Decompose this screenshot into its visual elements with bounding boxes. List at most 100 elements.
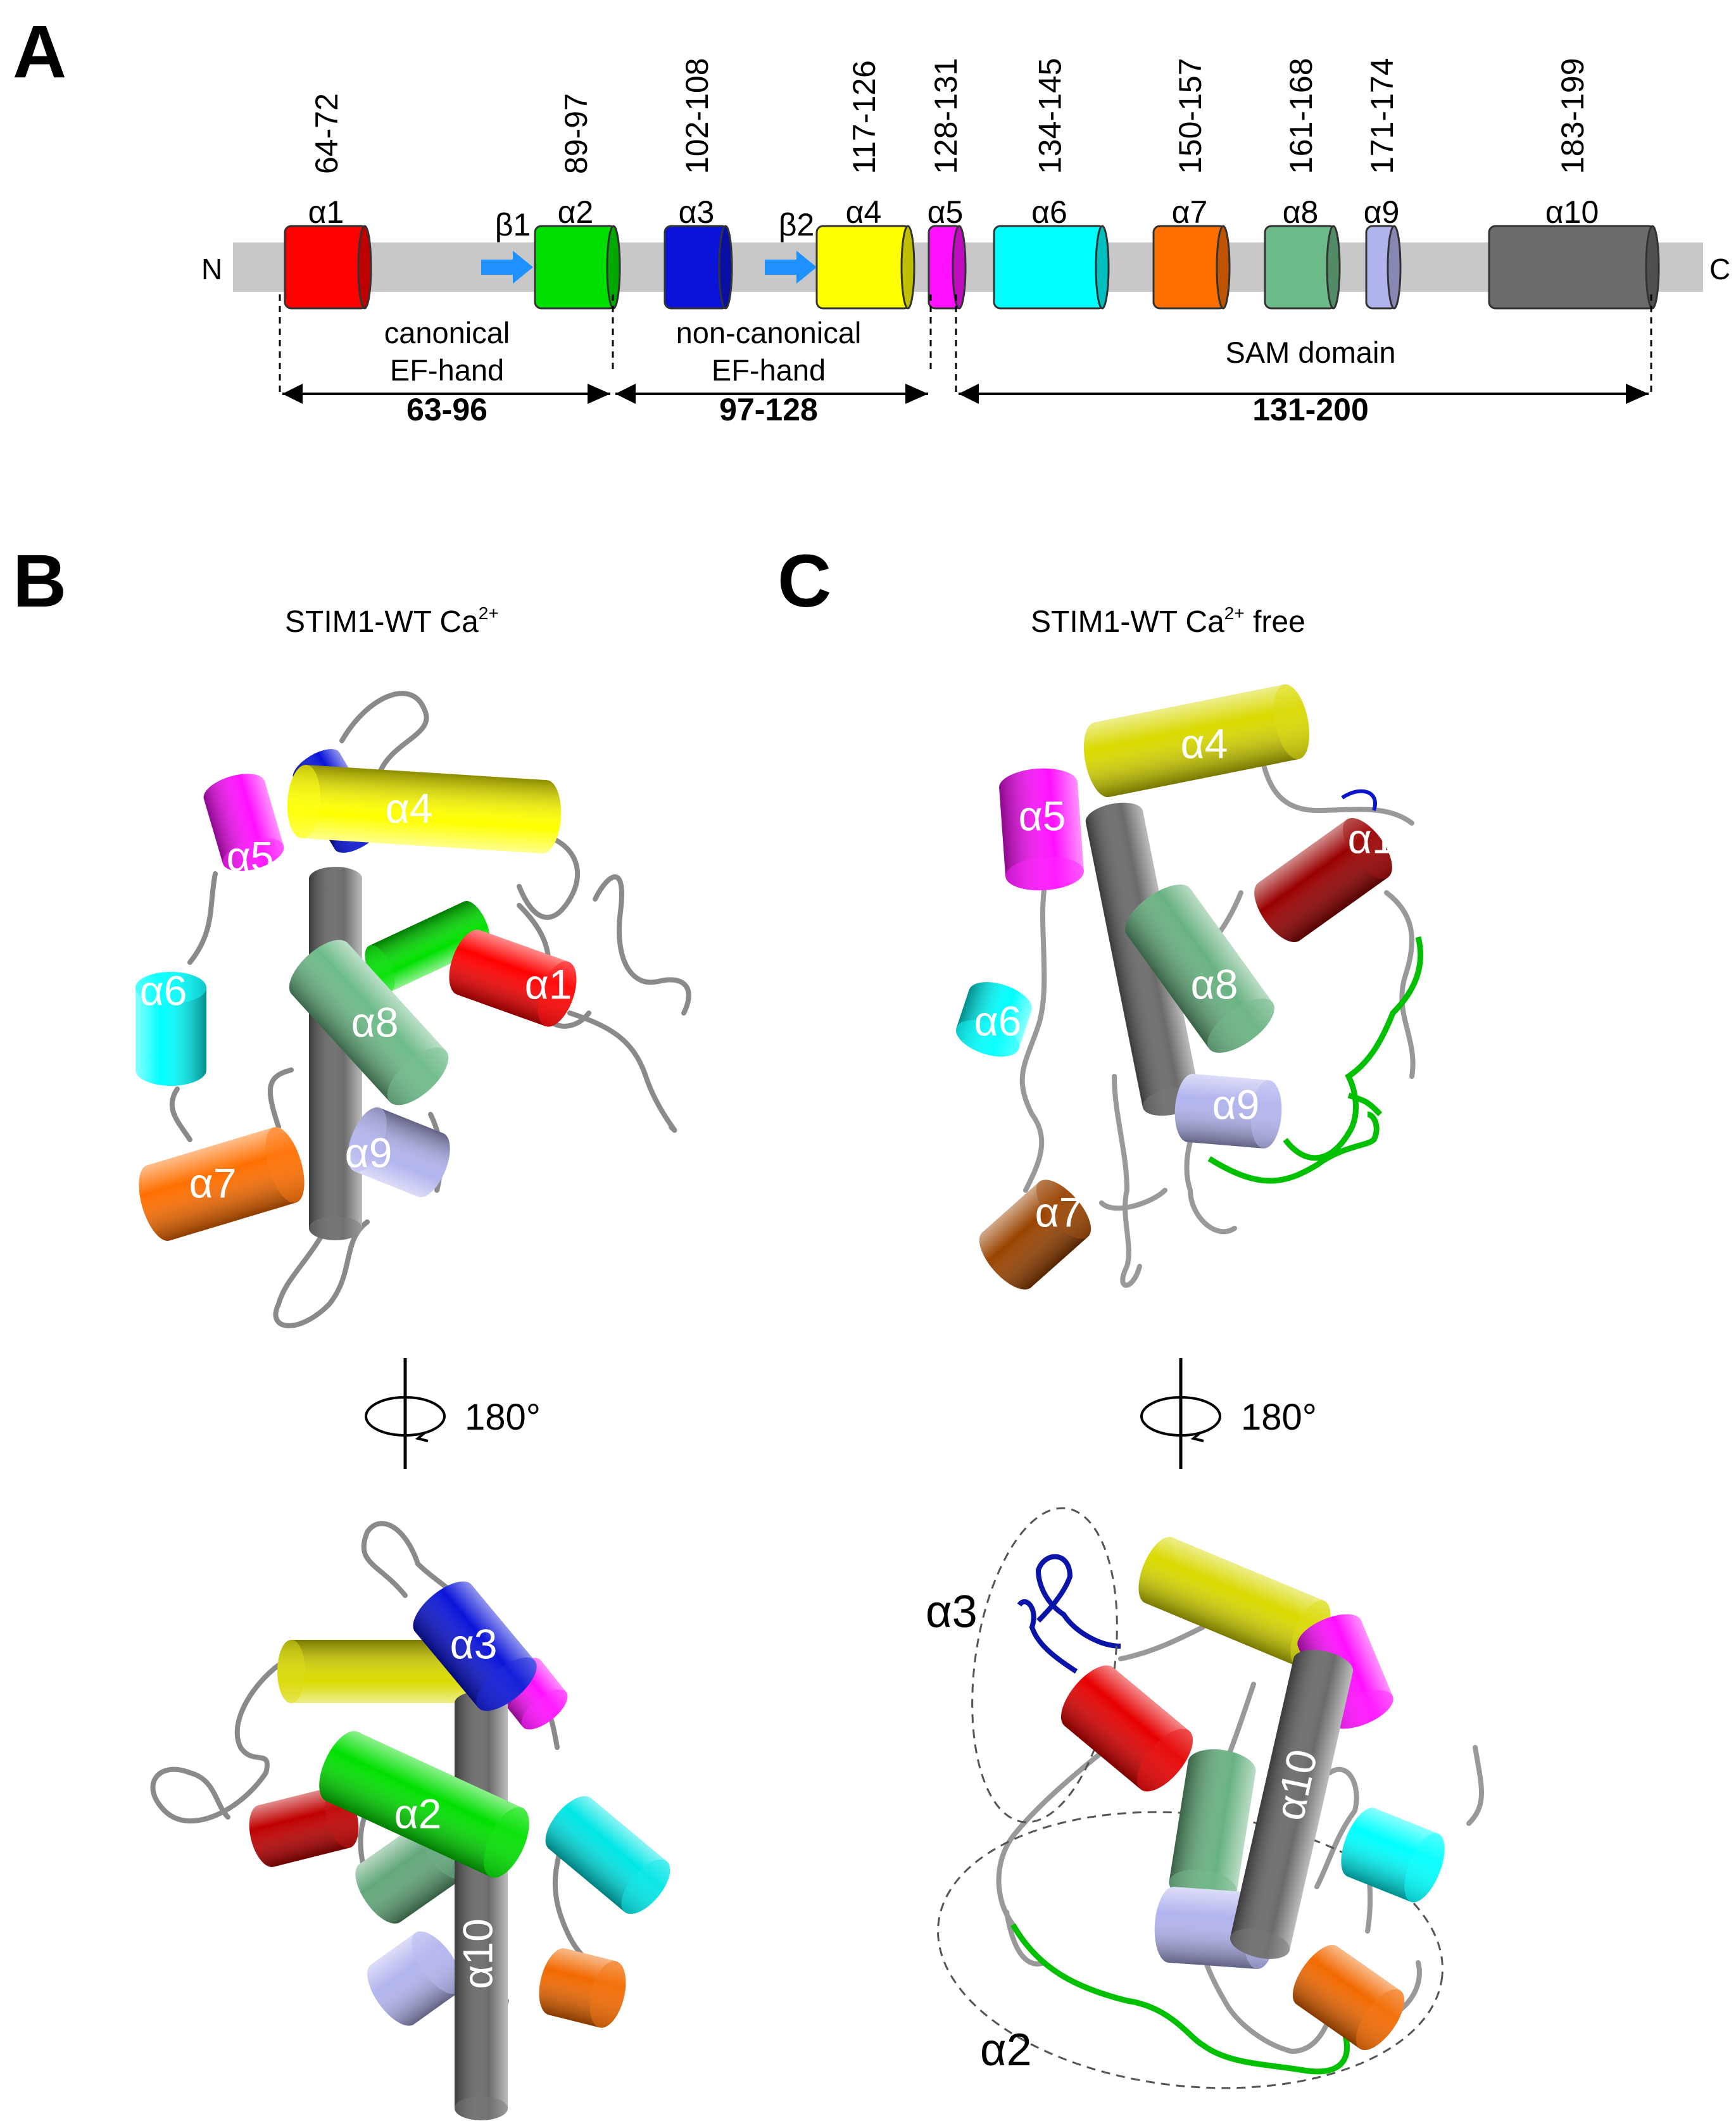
domain-2-line1: non-canonical (676, 316, 862, 349)
b-alpha1-cylinder (449, 929, 577, 1027)
alpha2-callout-label: α2 (980, 2025, 1032, 2075)
b-top-label-3: α6 (140, 967, 187, 1014)
panel-letter-a: A (13, 10, 66, 94)
alpha3-highlight-ellipse (971, 1507, 1118, 1823)
helix-5-name: α5 (928, 194, 964, 230)
c-alpha9-cylinder (1174, 1074, 1282, 1149)
domain-3-line1: SAM domain (1225, 336, 1395, 369)
helix-1-name: α1 (308, 194, 344, 230)
helix-10-block: α10 183-199 (1488, 58, 1660, 310)
helix-8-range: 161-168 (1283, 58, 1319, 175)
c-alpha6-cylinder (956, 982, 1032, 1057)
alpha2-highlight-ellipse (937, 1811, 1444, 2089)
domain-3-span: 131-200 (1252, 392, 1369, 427)
c-alpha7-cylinder (979, 1180, 1091, 1290)
domain-boundaries (279, 294, 1652, 393)
helix-2-range: 89-97 (558, 93, 594, 174)
helix-10-name: α10 (1545, 194, 1599, 230)
c-top-label-3: α1 (1348, 815, 1395, 862)
domain-1-line2: EF-hand (390, 353, 504, 387)
panel-c-structure: STIM1-WT Ca2+ free α4 α5 α1 α8 α6 α9 α7 180° (926, 603, 1484, 2089)
helix-4-name: α4 (846, 194, 882, 230)
b-alpha8-cylinder (289, 940, 449, 1105)
domain-1-line1: canonical (384, 316, 510, 349)
helix-8-block: α8 161-168 (1264, 58, 1341, 310)
helix-9-block: α9 171-174 (1364, 58, 1402, 310)
helix-9-name: α9 (1364, 194, 1400, 230)
b-alpha6-cylinder (135, 972, 206, 1086)
helix-2-name: α2 (558, 194, 594, 230)
panel-c-alpha3-loop (1035, 1554, 1121, 1649)
helix-4-block: α4 117-126 (815, 60, 915, 310)
b-bot-label-3: α10 (454, 1918, 501, 1989)
panel-b-title: STIM1-WT Ca2+ (285, 603, 499, 639)
b-bot-alpha7-cylinder (539, 1948, 626, 2028)
panel-letter-b: B (13, 539, 66, 623)
c-bot-alpha6-cylinder (1341, 1808, 1445, 1903)
domain-2-span: 97-128 (719, 392, 818, 427)
c-alpha1-cylinder (1254, 817, 1392, 943)
strand-1-name: β1 (495, 207, 531, 242)
c-top-label-2: α5 (1019, 792, 1066, 839)
panel-c-alpha2-loop-top (1207, 1111, 1380, 1184)
c-bot-alpha1-cylinder (1060, 1665, 1193, 1792)
c-top-label-1: α4 (1181, 720, 1228, 767)
c-bot-alpha10-cylinder (1230, 1650, 1354, 1959)
c-top-label-7: α7 (1035, 1188, 1083, 1235)
panel-c-rotation-axis (1140, 1358, 1221, 1469)
c-alpha8-cylinder (1125, 884, 1274, 1053)
alpha3-callout-label: α3 (926, 1587, 978, 1637)
b-alpha5-cylinder (203, 774, 284, 871)
c-top-label-5: α6 (974, 997, 1022, 1044)
helix-5-block: α5 128-131 (928, 58, 967, 310)
strand-2-name: β2 (779, 207, 815, 242)
panel-b-rotation-label: 180° (465, 1397, 541, 1438)
b-bot-label-2: α2 (394, 1790, 442, 1837)
b-bot-alpha6-cylinder (545, 1796, 670, 1915)
b-top-label-5: α1 (525, 960, 572, 1007)
b-top-label-7: α7 (189, 1159, 237, 1206)
b-alpha9-cylinder (348, 1107, 450, 1197)
c-bot-alpha7-cylinder (1292, 1944, 1405, 2051)
strand-1-arrow: β1 (481, 207, 533, 284)
sequence-backbone (233, 242, 1703, 292)
c-bot-alpha8-cylinder (1169, 1749, 1256, 1904)
b-top-label-1: α4 (386, 784, 433, 831)
strand-2-arrow: β2 (765, 207, 817, 284)
helix-4-range: 117-126 (846, 60, 882, 174)
b-alpha4-cylinder (287, 765, 562, 853)
b-bot-alpha9-cylinder (367, 1931, 462, 2026)
c-top-label-4: α8 (1191, 960, 1238, 1007)
b-bot-alpha2-cylinder (319, 1731, 529, 1878)
helix-2-block: α2 89-97 (534, 93, 621, 310)
helix-3-block: α3 102-108 (664, 58, 733, 310)
helix-7-name: α7 (1172, 194, 1208, 230)
c-alpha4-cylinder (1083, 684, 1310, 798)
b-bot-alpha10-cylinder (455, 1691, 508, 2120)
c-top-label-6: α9 (1212, 1081, 1260, 1128)
panel-c-title: STIM1-WT Ca2+ free (1031, 603, 1305, 639)
domain-1-span: 63-96 (406, 392, 487, 427)
panel-c-alpha3-loop-top (1341, 789, 1377, 811)
helix-8-name: α8 (1283, 194, 1319, 230)
b-bot-alpha3-cylinder (413, 1581, 537, 1711)
panel-c-rotation-label: 180° (1241, 1397, 1317, 1438)
helix-1-range: 64-72 (309, 93, 344, 174)
helix-3-range: 102-108 (679, 58, 715, 175)
b-bot-label-1: α3 (450, 1620, 498, 1667)
b-alpha7-cylinder (139, 1127, 305, 1241)
c-bot-alpha4-cylinder (1138, 1537, 1331, 1667)
c-terminus-label: C (1709, 253, 1730, 286)
helix-6-range: 134-145 (1033, 58, 1068, 175)
helix-9-range: 171-174 (1364, 58, 1400, 175)
panel-b-top-loops (169, 691, 691, 1328)
n-terminus-label: N (201, 253, 222, 286)
helix-3-name: α3 (679, 194, 715, 230)
helix-5-range: 128-131 (928, 58, 964, 175)
helix-1-block: α1 64-72 (284, 93, 372, 310)
helix-10-range: 183-199 (1555, 58, 1590, 175)
panel-b-rotation-axis (365, 1358, 446, 1469)
